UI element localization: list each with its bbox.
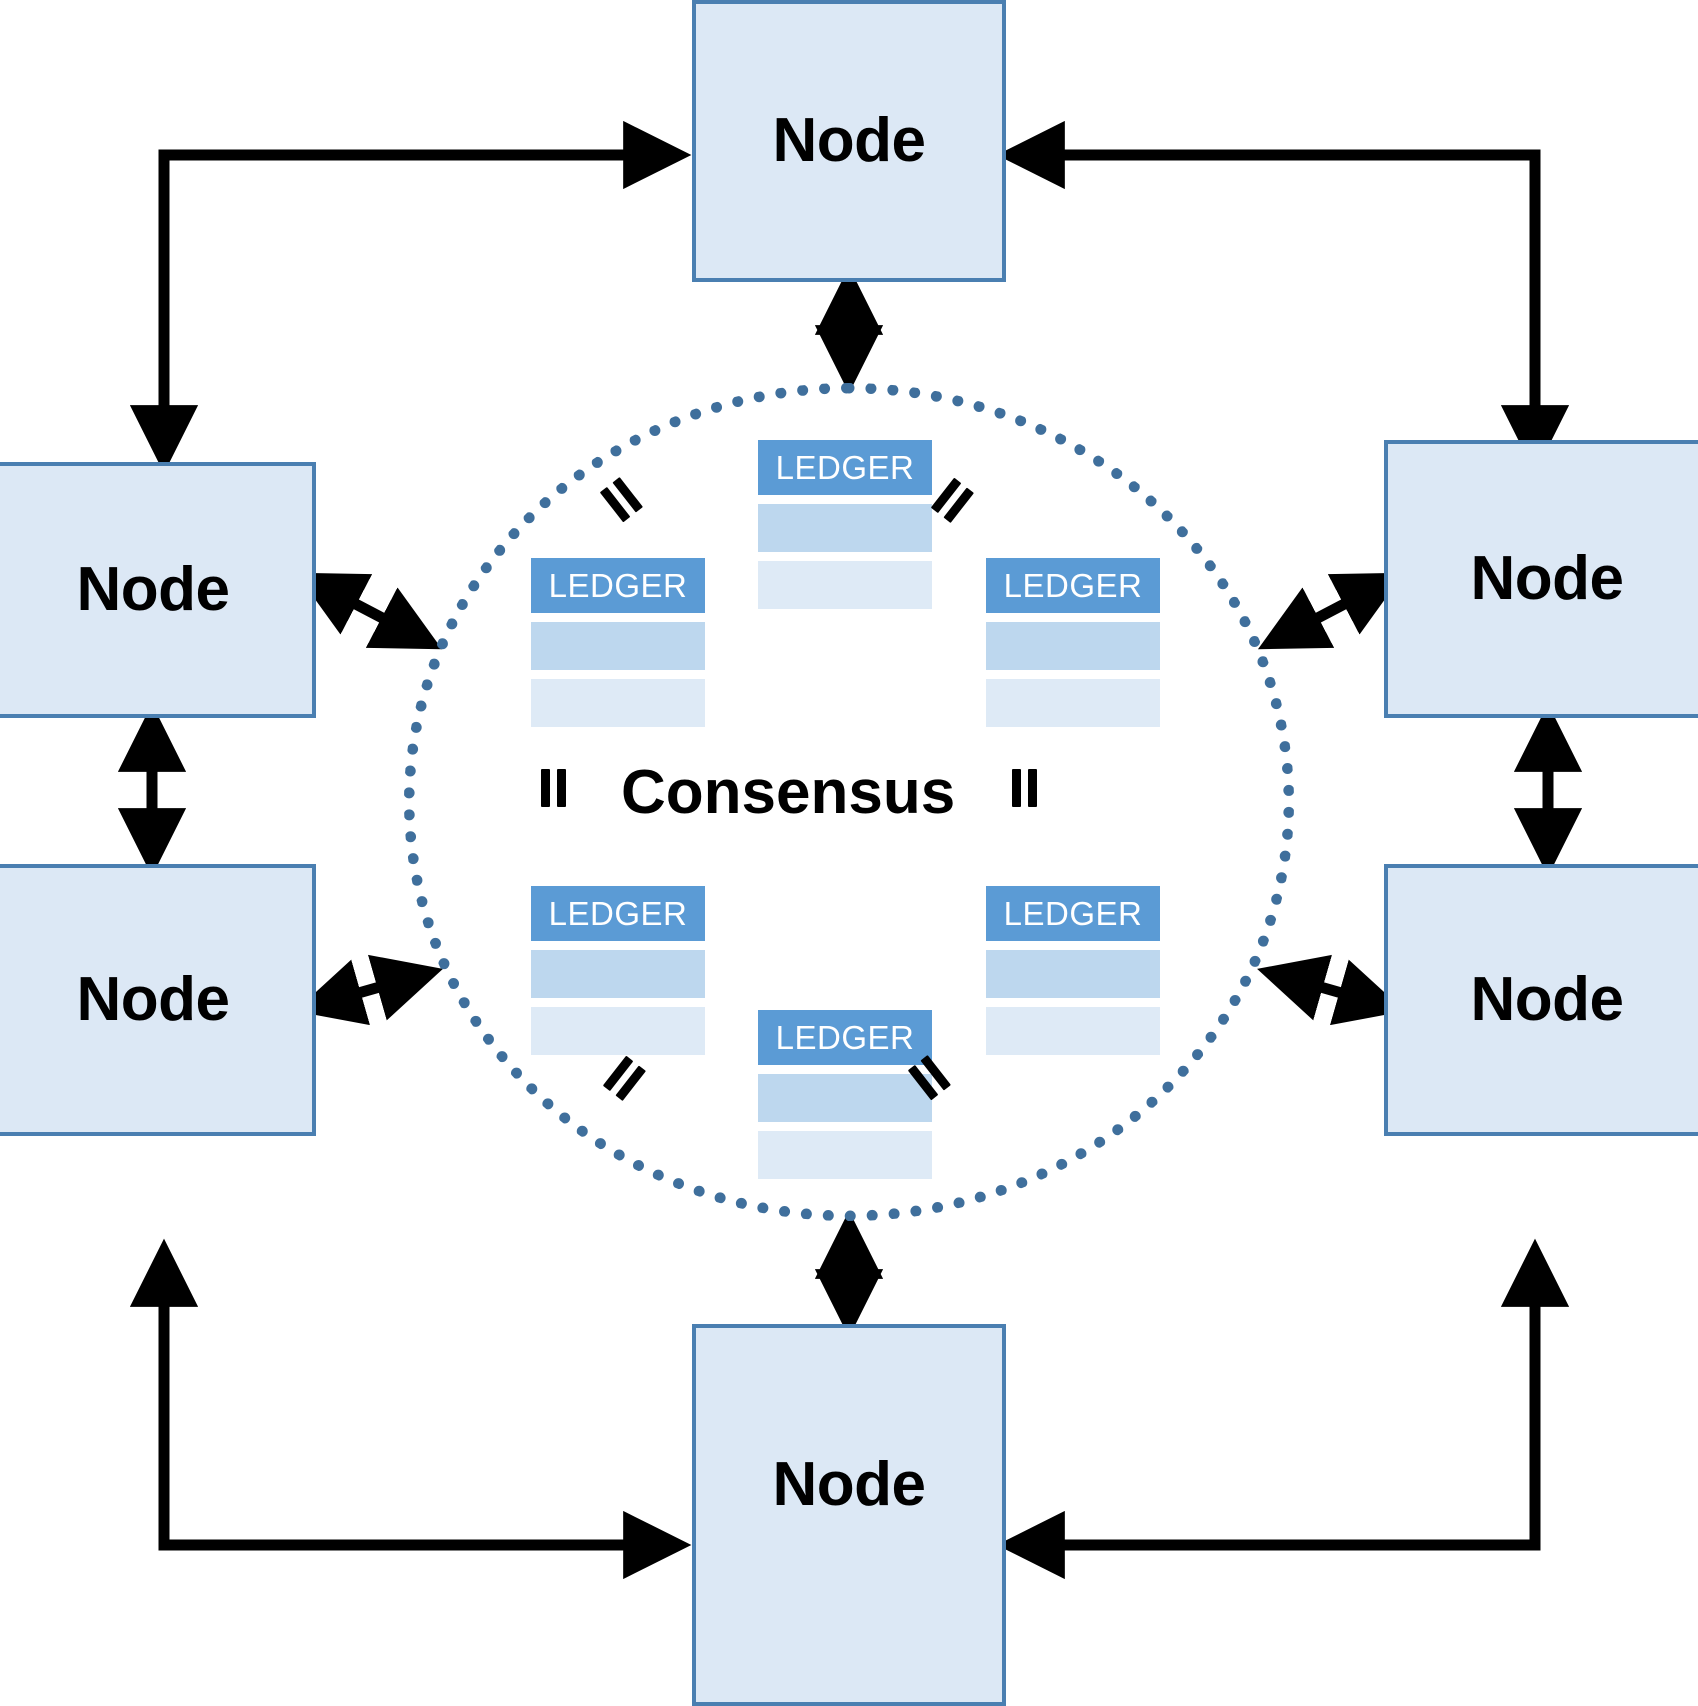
node-right-upper[interactable]: Node — [1384, 440, 1698, 718]
ledger-row — [986, 679, 1160, 727]
ledger-row — [986, 1007, 1160, 1055]
arrow-spoke-left-lower — [295, 954, 443, 1026]
ledger-header: LEDGER — [531, 558, 705, 613]
ledger-header: LEDGER — [758, 1010, 932, 1065]
node-left-upper[interactable]: Node — [0, 462, 316, 718]
ledger-lower-right[interactable]: LEDGER — [986, 886, 1160, 1055]
arrow-bottomright-ring — [996, 1238, 1570, 1580]
node-label: Node — [76, 965, 231, 1034]
node-label: Node — [772, 1450, 927, 1519]
ledger-header: LEDGER — [986, 558, 1160, 613]
ledger-top[interactable]: LEDGER — [758, 440, 932, 609]
node-left-lower[interactable]: Node — [0, 864, 316, 1136]
node-label: Node — [76, 555, 231, 624]
ledger-row — [758, 561, 932, 609]
ledger-row — [758, 504, 932, 552]
ledger-upper-right[interactable]: LEDGER — [986, 558, 1160, 727]
equals-mark-mid-left — [536, 769, 570, 807]
ledger-header: LEDGER — [758, 440, 932, 495]
consensus-boundary-circle — [404, 383, 1294, 1221]
ledger-header: LEDGER — [986, 886, 1160, 941]
arrow-spoke-right-upper — [1257, 572, 1405, 650]
arrow-topright-ring — [996, 120, 1570, 474]
arrow-spoke-right-lower — [1257, 954, 1405, 1026]
consensus-label: Consensus — [621, 758, 956, 827]
ledger-bottom[interactable]: LEDGER — [758, 1010, 932, 1179]
ledger-row — [758, 1074, 932, 1122]
ledger-row — [531, 622, 705, 670]
ledger-row — [986, 622, 1160, 670]
node-label: Node — [772, 106, 927, 175]
arrow-topleft-ring — [129, 120, 692, 474]
ledger-lower-left[interactable]: LEDGER — [531, 886, 705, 1055]
ledger-row — [531, 679, 705, 727]
ledger-upper-left[interactable]: LEDGER — [531, 558, 705, 727]
node-right-lower[interactable]: Node — [1384, 864, 1698, 1136]
ledger-row — [531, 1007, 705, 1055]
node-bottom[interactable]: Node — [692, 1324, 1006, 1706]
ledger-row — [758, 1131, 932, 1179]
node-label: Node — [1470, 544, 1625, 613]
node-top[interactable]: Node — [692, 0, 1006, 282]
ledger-header: LEDGER — [531, 886, 705, 941]
arrow-spoke-left-upper — [295, 572, 443, 650]
arrow-bottomleft-ring — [129, 1238, 692, 1580]
node-label: Node — [1470, 965, 1625, 1034]
equals-mark-mid-right — [1007, 769, 1041, 807]
ledger-row — [986, 950, 1160, 998]
ledger-row — [531, 950, 705, 998]
